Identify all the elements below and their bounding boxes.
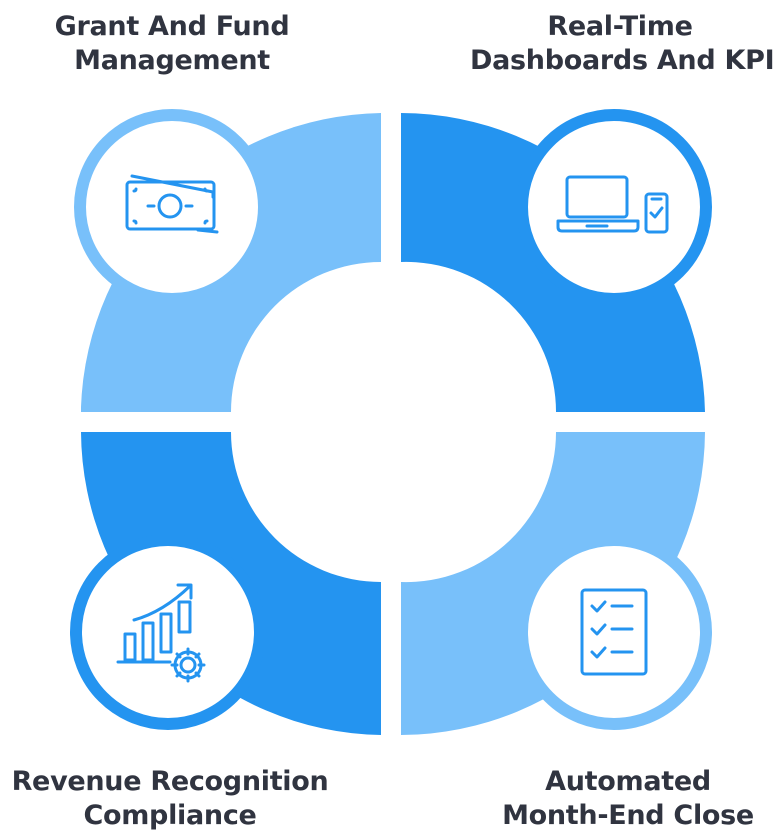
label-line: Real-Time — [547, 11, 693, 42]
label-line: Revenue Recognition — [11, 766, 329, 797]
badge-bottom-left — [70, 534, 266, 730]
laptop-phone-icon — [556, 175, 669, 234]
checklist-icon — [580, 588, 648, 676]
badge-top-right — [516, 109, 712, 305]
label-automated-month-end-close: Automated Month-End Close — [478, 765, 774, 833]
label-line: Automated — [545, 766, 711, 797]
label-line: Management — [74, 45, 270, 76]
label-line: Dashboards And KPIs — [470, 45, 774, 76]
label-line: Compliance — [83, 800, 257, 831]
badge-bottom-right — [516, 534, 712, 730]
label-grant-and-fund-management: Grant And Fund Management — [22, 10, 322, 78]
label-real-time-dashboards: Real-Time Dashboards And KPIs — [470, 10, 774, 78]
badge-top-left — [74, 109, 270, 305]
money-bills-icon — [125, 174, 219, 234]
label-revenue-recognition: Revenue Recognition Compliance — [10, 765, 330, 833]
label-line: Month-End Close — [502, 800, 754, 831]
label-line: Grant And Fund — [54, 11, 290, 42]
growth-chart-gear-icon — [116, 583, 206, 683]
